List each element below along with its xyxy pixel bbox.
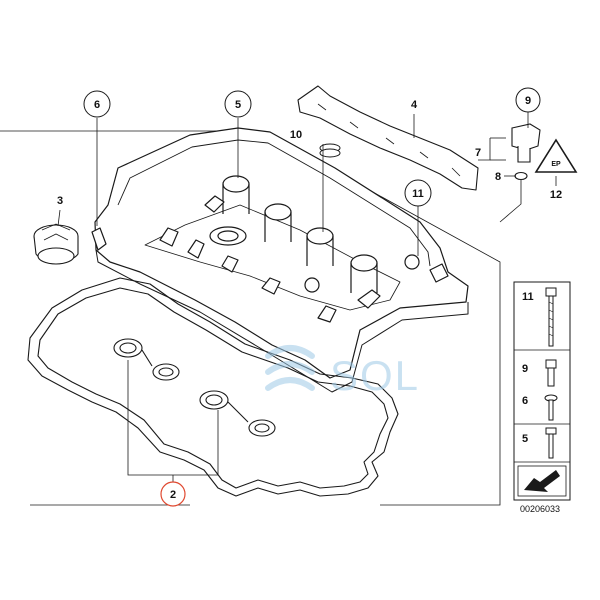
legend-label-6: 6	[522, 395, 528, 407]
callout-11: 11	[404, 179, 432, 207]
oil-filler-cap	[33, 223, 79, 265]
callout-2: 2	[160, 481, 186, 507]
svg-text:4: 4	[411, 99, 418, 111]
valve-cover	[91, 127, 469, 393]
svg-text:9: 9	[525, 95, 531, 107]
callout-8: 8	[495, 171, 501, 183]
document-number: 00206033	[520, 504, 560, 514]
callout-3: 3	[57, 195, 63, 207]
callout-9: 9	[515, 87, 541, 113]
legend-label-5: 5	[522, 433, 528, 445]
legend-label-9: 9	[522, 363, 528, 375]
camshaft-sensor	[511, 123, 541, 181]
warning-label: EP	[534, 138, 578, 173]
callout-5: 5	[224, 90, 252, 118]
callout-10: 10	[290, 129, 302, 141]
watermark: SOL	[265, 345, 420, 399]
clip-part	[319, 143, 341, 158]
callout-6: 6	[83, 90, 111, 118]
watermark-text: SOL	[330, 352, 420, 399]
svg-text:12: 12	[550, 189, 562, 201]
coil-cover-strip	[297, 85, 479, 191]
callout-12: 12	[550, 189, 562, 201]
svg-text:8: 8	[495, 171, 501, 183]
svg-text:3: 3	[57, 195, 63, 207]
legend-label-11: 11	[522, 291, 534, 303]
warning-label-text: EP	[551, 161, 561, 168]
svg-text:2: 2	[170, 489, 176, 501]
svg-text:6: 6	[94, 99, 100, 111]
svg-text:11: 11	[412, 188, 424, 200]
spark-plug-seals	[113, 338, 276, 437]
callout-4: 4	[411, 99, 418, 111]
svg-text:7: 7	[475, 147, 481, 159]
hardware-legend: 11 9 6 5	[513, 281, 571, 501]
svg-text:5: 5	[235, 99, 241, 111]
direction-arrow-icon	[517, 465, 567, 497]
leader-lines	[57, 112, 557, 482]
callout-7: 7	[475, 147, 481, 159]
part-callouts: 6 5 4 10 11 3 9 7 8 12	[57, 87, 562, 507]
gasket	[27, 277, 399, 497]
svg-text:10: 10	[290, 129, 302, 141]
